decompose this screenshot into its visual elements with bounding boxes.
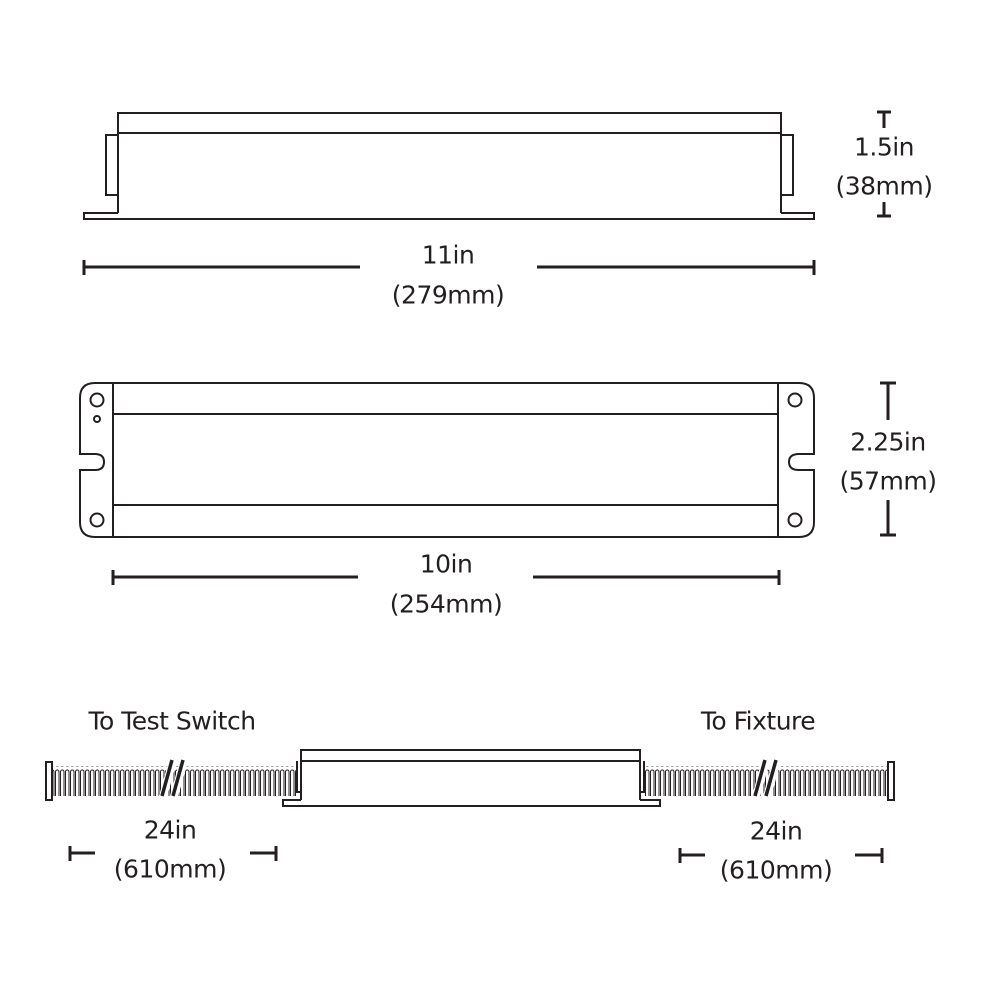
left-lead-dimension bbox=[68, 846, 278, 861]
wiring-view-housing bbox=[282, 749, 661, 807]
to-test-switch-label: To Test Switch bbox=[88, 706, 256, 736]
top-length-mm: (254mm) bbox=[389, 589, 503, 619]
top-height-dimension bbox=[880, 381, 896, 537]
top-height-mm: (57mm) bbox=[839, 466, 937, 496]
side-height-inches: 1.5in bbox=[853, 132, 915, 162]
right-lead-dimension bbox=[678, 848, 884, 863]
side-height-mm: (38mm) bbox=[835, 171, 933, 201]
right-conduit bbox=[645, 759, 895, 802]
left-lead-mm: (610mm) bbox=[113, 854, 227, 884]
side-height-dimension bbox=[877, 110, 891, 218]
left-conduit bbox=[45, 759, 298, 802]
right-lead-mm: (610mm) bbox=[719, 855, 833, 885]
side-length-inches: 11in bbox=[421, 240, 475, 270]
top-height-inches: 2.25in bbox=[850, 427, 926, 457]
side-view-housing bbox=[83, 112, 815, 220]
top-length-dimension bbox=[111, 570, 781, 585]
side-length-dimension bbox=[82, 260, 816, 275]
right-lead-inches: 24in bbox=[749, 816, 803, 846]
side-length-mm: (279mm) bbox=[391, 280, 505, 310]
top-view-housing bbox=[79, 382, 815, 538]
to-fixture-label: To Fixture bbox=[700, 706, 816, 736]
left-lead-inches: 24in bbox=[143, 815, 197, 845]
top-length-inches: 10in bbox=[419, 549, 473, 579]
